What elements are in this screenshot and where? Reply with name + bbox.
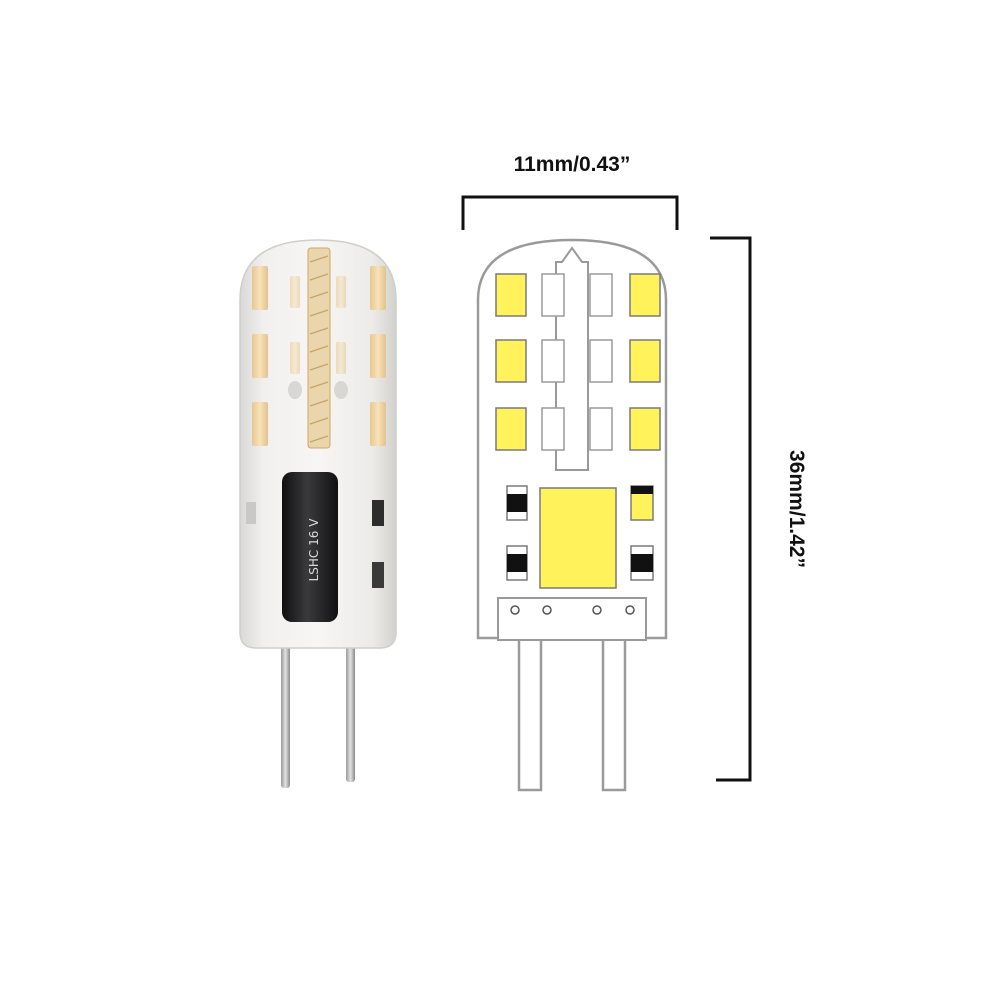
photo-smd-right-top: [372, 500, 384, 526]
width-dimension: 11mm/0.43”: [461, 153, 679, 230]
photo-smd-left: [246, 502, 256, 524]
height-bracket: [710, 236, 752, 782]
schematic-led-chips: [495, 273, 661, 451]
width-bracket: [461, 195, 679, 230]
photo-led-column-inner: [290, 276, 346, 374]
width-label: 11mm/0.43”: [514, 153, 631, 176]
photo-pin-right: [346, 620, 355, 782]
photo-capacitor-text: LSHC 16 V: [307, 518, 321, 582]
schematic-driver-chip: [539, 487, 617, 589]
schematic-pin-left: [517, 618, 543, 792]
schematic-led-right-small: [630, 485, 654, 521]
schematic-solder-dots: [510, 605, 635, 615]
photo-center-strip: [307, 247, 331, 449]
schematic-pin-right: [601, 618, 627, 792]
photo-pin-left: [281, 620, 290, 788]
height-dimension: 36mm/1.42”: [710, 236, 808, 782]
photo-bulb: LSHC 16 V: [239, 239, 397, 788]
photo-smd-right-bottom: [372, 562, 384, 588]
photo-bubble-left: [288, 381, 302, 399]
height-label: 36mm/1.42”: [785, 450, 808, 568]
schematic-bulb: [476, 238, 668, 792]
schematic-diode-left-bottom: [506, 545, 528, 581]
schematic-base-plate: [497, 597, 647, 641]
photo-led-column-left: [252, 266, 268, 446]
photo-capacitor: [282, 472, 338, 622]
schematic-diode-right-bottom: [630, 545, 654, 581]
photo-strip-hatching: [309, 255, 329, 443]
schematic-inner-chips: [541, 273, 613, 451]
photo-bubble-right: [334, 381, 348, 399]
photo-led-column-right: [370, 266, 386, 446]
schematic-diode-left-top: [506, 485, 528, 521]
